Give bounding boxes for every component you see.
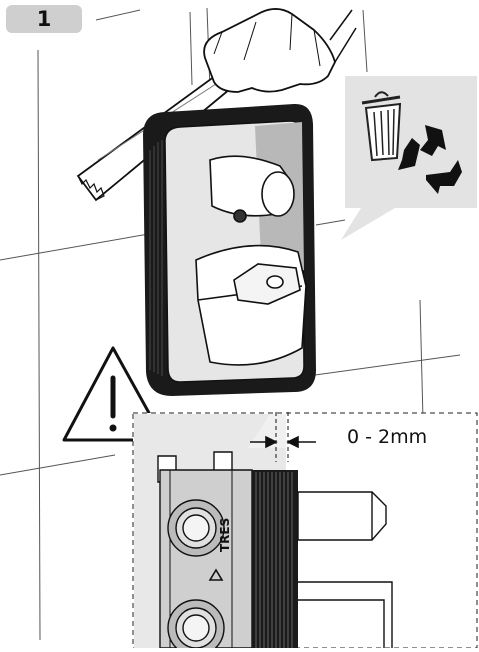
hand-icon xyxy=(203,8,357,93)
threaded-ring xyxy=(252,470,298,648)
cartridge-pin xyxy=(297,491,393,648)
gap-measure-label: 0 - 2mm xyxy=(347,426,428,448)
detail-inset xyxy=(132,412,478,652)
gap-measure-arrows xyxy=(250,412,316,462)
step-number-badge: 1 xyxy=(6,5,82,33)
brand-label: TRES xyxy=(218,517,232,552)
recycle-icon xyxy=(398,125,462,194)
valve-body xyxy=(157,451,253,652)
trash-bin-icon xyxy=(361,91,402,162)
cartridge xyxy=(195,155,307,366)
